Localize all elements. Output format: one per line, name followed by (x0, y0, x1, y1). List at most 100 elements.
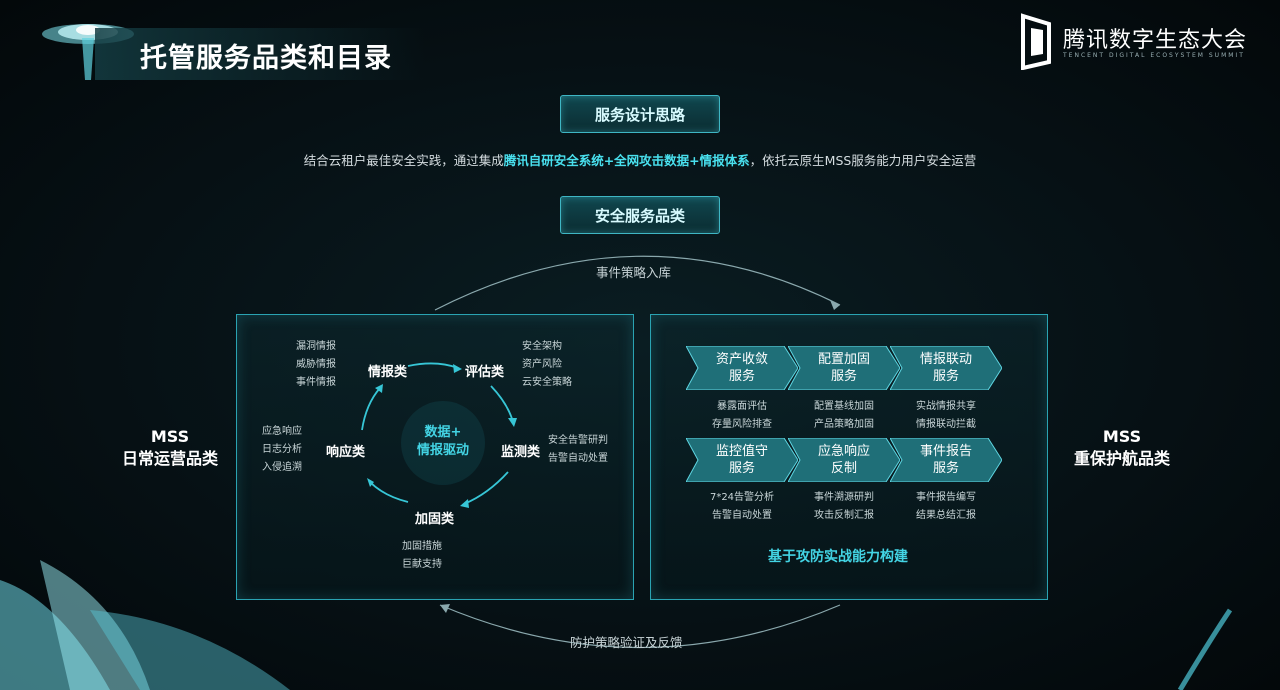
chevron-shape (788, 346, 900, 390)
service-items: 7*24告警分析告警自动处置 (686, 489, 798, 525)
service-title-line1: 情报联动 (919, 352, 972, 367)
brand-subtitle: TENCENT DIGITAL ECOSYSTEM SUMMIT (1063, 52, 1245, 59)
node-intelligence-items: 漏洞情报 威胁情报 事件情报 (296, 338, 336, 392)
flow-top-label: 事件策略入库 (596, 265, 672, 280)
node-hardening-items: 加固措施 巨献支持 (402, 538, 442, 574)
list-item: 漏洞情报 (296, 341, 336, 352)
list-item: 应急响应 (262, 426, 302, 437)
list-item: 存量风险排查 (712, 419, 772, 430)
left-category-line1: MSS (150, 427, 190, 446)
service-chevron: 监控值守服务 (686, 438, 798, 482)
section-design-label: 服务设计思路 (594, 105, 685, 124)
service-title-line2: 服务 (932, 369, 959, 384)
service-title-line2: 服务 (728, 369, 755, 384)
left-category-line2: 日常运营品类 (121, 449, 218, 468)
service-title-line2: 反制 (830, 461, 857, 476)
section-design-pill: 服务设计思路 (560, 95, 720, 133)
list-item: 资产风险 (522, 359, 562, 370)
list-item: 告警自动处置 (548, 453, 608, 464)
chevron-shape (890, 346, 1002, 390)
list-item: 情报联动拦截 (916, 419, 976, 430)
flower-decoration-bottom-right (1177, 608, 1233, 690)
list-item: 加固措施 (402, 541, 442, 552)
service-items: 实战情报共享情报联动拦截 (890, 398, 1002, 434)
list-item: 日志分析 (262, 444, 302, 455)
service-chevron: 资产收敛服务 (686, 346, 798, 390)
list-item: 暴露面评估 (717, 401, 767, 412)
right-category-line1: MSS (1102, 427, 1142, 446)
service-title-line1: 配置加固 (817, 352, 870, 367)
intro-text: 结合云租户最佳安全实践，通过集成腾讯自研安全系统+全网攻击数据+情报体系，依托云… (0, 150, 1280, 169)
list-item: 事件溯源研判 (814, 492, 874, 503)
service-title-line1: 监控值守 (715, 444, 768, 459)
list-item: 7*24告警分析 (709, 492, 775, 503)
title-bar (95, 28, 425, 80)
service-title-line2: 服务 (728, 461, 755, 476)
service-chevron: 事件报告服务 (890, 438, 1002, 482)
list-item: 云安全策略 (522, 377, 572, 388)
intro-suffix: ，依托云原生MSS服务能力用户安全运营 (749, 153, 977, 168)
page-title: 托管服务品类和目录 (140, 43, 392, 74)
service-title: 配置加固服务 (818, 351, 870, 385)
service-items: 配置基线加固产品策略加固 (788, 398, 900, 434)
service-title: 监控值守服务 (716, 443, 768, 477)
service-title: 事件报告服务 (920, 443, 972, 477)
list-item: 结果总结汇报 (916, 510, 976, 521)
list-item: 事件报告编写 (916, 492, 976, 503)
section-category-pill: 安全服务品类 (560, 196, 720, 234)
flow-bottom-label: 防护策略验证及反馈 (570, 635, 683, 650)
services-basis-label: 基于攻防实战能力构建 (768, 549, 908, 565)
service-title-line1: 资产收敛 (715, 352, 768, 367)
list-item: 安全架构 (522, 341, 562, 352)
service-title: 应急响应反制 (818, 443, 870, 477)
service-title: 情报联动服务 (920, 351, 972, 385)
list-item: 入侵追溯 (262, 462, 302, 473)
service-chevron: 情报联动服务 (890, 346, 1002, 390)
service-title-line2: 服务 (932, 461, 959, 476)
service-items: 暴露面评估存量风险排查 (686, 398, 798, 434)
list-item: 攻击反制汇报 (814, 510, 874, 521)
right-category-label: MSS 重保护航品类 (1052, 426, 1192, 470)
chevron-shape (686, 346, 798, 390)
node-monitoring-items: 安全告警研判 告警自动处置 (548, 432, 608, 468)
node-monitoring: 监测类 (501, 445, 541, 460)
cycle-arrows (361, 362, 517, 508)
daily-ops-panel (236, 314, 634, 600)
chevron-shape (686, 438, 798, 482)
right-category-line2: 重保护航品类 (1073, 449, 1170, 468)
list-item: 实战情报共享 (916, 401, 976, 412)
flower-decoration-bottom-left (0, 560, 290, 690)
service-items: 事件报告编写结果总结汇报 (890, 489, 1002, 525)
node-assessment-items: 安全架构 资产风险 云安全策略 (522, 338, 572, 392)
list-item: 威胁情报 (296, 359, 336, 370)
node-assessment: 评估类 (465, 365, 505, 380)
service-chevron: 应急响应反制 (788, 438, 900, 482)
brand-logo-icon (1021, 13, 1051, 70)
section-category-label: 安全服务品类 (594, 206, 685, 225)
cycle-center-line1: 数据+ (424, 425, 462, 440)
node-response-items: 应急响应 日志分析 入侵追溯 (262, 423, 302, 477)
node-hardening: 加固类 (415, 512, 455, 527)
intro-highlight: 腾讯自研安全系统+全网攻击数据+情报体系 (503, 153, 750, 168)
cycle-center-line2: 情报驱动 (416, 443, 469, 458)
chevron-shape (788, 438, 900, 482)
service-title-line2: 服务 (830, 369, 857, 384)
intro-prefix: 结合云租户最佳安全实践，通过集成 (303, 153, 504, 168)
list-item: 事件情报 (296, 377, 336, 388)
list-item: 安全告警研判 (548, 435, 608, 446)
list-item: 巨献支持 (402, 559, 442, 570)
node-intelligence: 情报类 (368, 365, 408, 380)
service-items: 事件溯源研判攻击反制汇报 (788, 489, 900, 525)
service-chevron: 配置加固服务 (788, 346, 900, 390)
service-title-line1: 事件报告 (919, 444, 972, 459)
chevron-shape (890, 438, 1002, 482)
node-response: 响应类 (326, 445, 366, 460)
left-category-label: MSS 日常运营品类 (100, 426, 240, 470)
list-item: 告警自动处置 (712, 510, 772, 521)
cycle-center-text: 数据+ 情报驱动 (398, 424, 488, 460)
list-item: 配置基线加固 (814, 401, 874, 412)
service-title-line1: 应急响应 (817, 444, 870, 459)
list-item: 产品策略加固 (814, 419, 874, 430)
service-title: 资产收敛服务 (716, 351, 768, 385)
